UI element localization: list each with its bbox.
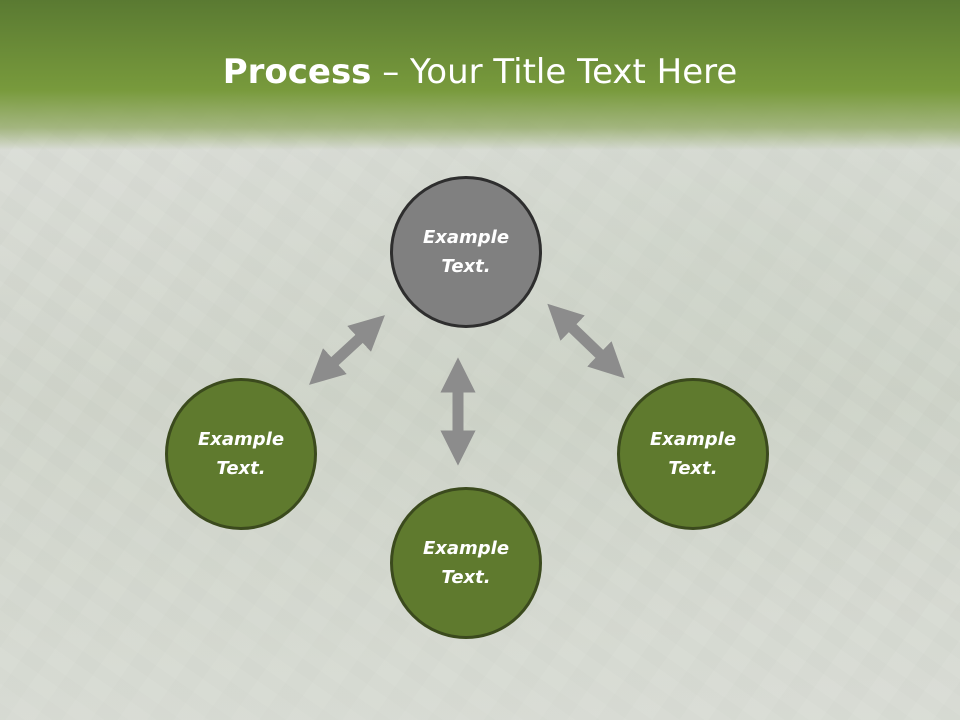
node-top: Example Text. [390,176,542,328]
title-bold: Process [222,52,372,92]
node-top-label: Example Text. [422,227,510,277]
title-band [0,0,960,150]
slide-title: Process – Your Title Text Here [0,52,960,92]
node-bottom: Example Text. [390,487,542,639]
node-bottom-label: Example Text. [422,538,510,588]
arrow-top-left [309,315,385,385]
node-right-label: Example Text. [649,429,737,479]
node-left-label: Example Text. [197,429,285,479]
arrow-top-right [547,303,625,379]
title-rest: – Your Title Text Here [371,52,738,92]
node-left: Example Text. [165,378,317,530]
node-right: Example Text. [617,378,769,530]
